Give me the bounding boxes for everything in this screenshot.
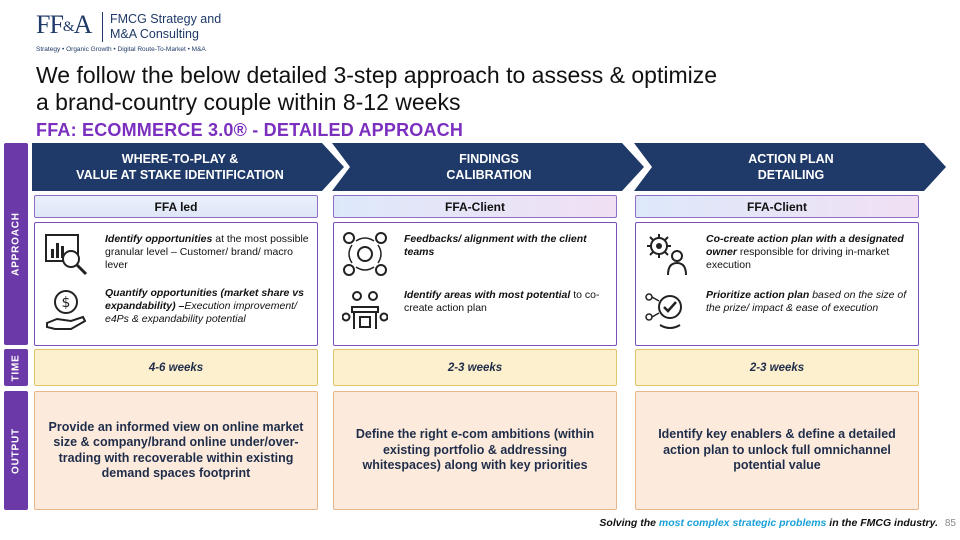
logo-divider [102,12,103,42]
approach-panel-step-3: Co-create action plan with a designated … [635,222,919,346]
side-label-approach: APPROACH [4,143,28,345]
output-box-step-3: Identify key enablers & define a detaile… [635,391,919,510]
prioritize-target-icon [645,293,682,329]
chevron-shape [634,143,946,191]
side-label-output: OUTPUT [4,391,28,510]
chevron-step-1: WHERE-TO-PLAY &VALUE AT STAKE IDENTIFICA… [32,143,344,191]
owner-bar-step-1: FFA led [34,195,318,218]
team-alignment-icon [343,232,387,276]
approach-panel-step-2: Feedbacks/ alignment with the client tea… [333,222,617,346]
slide-subtitle: FFA: ECOMMERCE 3.0® - DETAILED APPROACH [36,120,464,140]
approach-panel-step-1: Identify opportunities at the most possi… [34,222,318,346]
chevron-shape [332,143,644,191]
approach-item: Co-create action plan with a designated … [636,229,918,285]
duration-bar-step-3: 2-3 weeks [635,349,919,386]
chevron-shape [32,143,344,191]
output-box-step-2: Define the right e-com ambitions (within… [333,391,617,510]
logo-tagline: Strategy • Organic Growth • Digital Rout… [36,46,206,53]
data-analysis-icon [45,234,88,276]
page-number: 85 [944,518,956,529]
svg-text:$: $ [62,295,71,311]
approach-item: Feedbacks/ alignment with the client tea… [334,229,616,285]
company-logo: FF&A FMCG Strategy and M&A Consulting St… [36,8,236,54]
slide-title: We follow the below detailed 3-step appr… [36,62,718,115]
duration-bar-step-1: 4-6 weeks [34,349,318,386]
money-hand-icon: $ [46,290,87,330]
approach-item: Identify opportunities at the most possi… [35,229,317,285]
approach-item: Prioritize action plan based on the size… [636,285,918,343]
chevron-label: WHERE-TO-PLAY &VALUE AT STAKE IDENTIFICA… [76,152,284,182]
owner-bar-step-2: FFA-Client [333,195,617,218]
output-box-step-1: Provide an informed view on online marke… [34,391,318,510]
approach-item: Identify areas with most potential to co… [334,285,616,343]
duration-bar-step-2: 2-3 weeks [333,349,617,386]
meeting-table-icon [342,291,388,329]
owner-bar-step-3: FFA-Client [635,195,919,218]
footer-tagline: Solving the most complex strategic probl… [599,517,938,529]
approach-item: $ Quantify opportunities (market share v… [35,285,317,343]
logo-mark: FF&A [36,10,92,39]
logo-company-name: FMCG Strategy and M&A Consulting [110,12,222,41]
owner-gear-icon [647,234,687,276]
side-label-time: TIME [4,349,28,386]
